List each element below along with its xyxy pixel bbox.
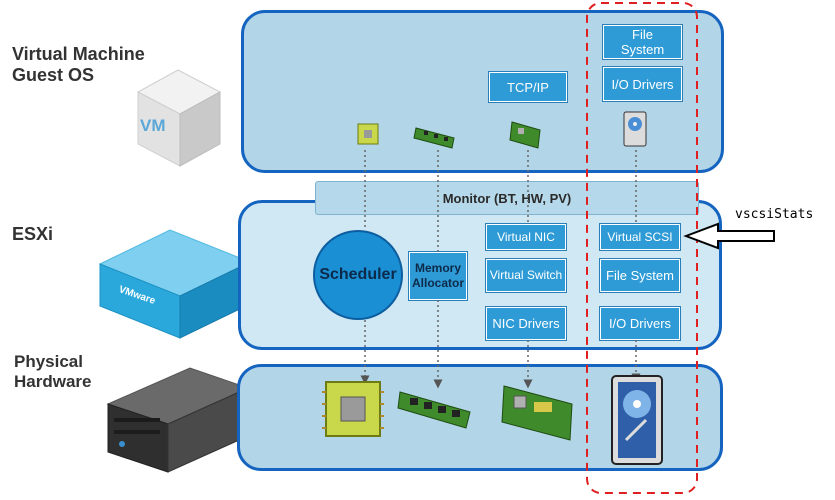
nic-drivers-box: NIC Drivers (486, 307, 566, 340)
vscsistats-label: vscsiStats (735, 207, 814, 222)
server-icon (106, 367, 250, 473)
guest-file-system-line2: System (620, 42, 665, 57)
guest-file-system-line1: File (632, 27, 653, 42)
guest-nic-icon (509, 121, 541, 149)
virtual-switch-box: Virtual Switch (486, 259, 566, 292)
virtual-scsi-box: Virtual SCSI (600, 224, 680, 250)
hardware-cpu-icon (322, 381, 384, 437)
esxi-io-drivers-box: I/O Drivers (600, 307, 680, 340)
memory-allocator-line1: Memory (414, 261, 461, 275)
vm-layer-label: Virtual Machine Guest OS (12, 44, 145, 86)
scheduler-circle: Scheduler (313, 230, 403, 320)
hardware-nic-icon (501, 385, 573, 441)
vmware-slab-icon (98, 229, 252, 339)
vm-cube-label: VM (140, 116, 166, 135)
guest-cpu-icon (357, 123, 379, 145)
vm-layer-label-line1: Virtual Machine (12, 44, 145, 64)
hardware-layer-label-line2: Hardware (14, 372, 92, 391)
esxi-layer-label: ESXi (12, 224, 54, 244)
virtual-nic-box: Virtual NIC (486, 224, 566, 250)
hardware-memory-icon (397, 391, 471, 429)
hardware-disk-icon (611, 375, 663, 465)
guest-disk-icon (623, 111, 647, 147)
hardware-layer-label-line1: Physical (14, 352, 83, 371)
memory-allocator-line2: Allocator (411, 276, 464, 290)
connector-lines (360, 150, 641, 389)
tcpip-box: TCP/IP (489, 72, 567, 102)
vm-layer-label-line2: Guest OS (12, 65, 95, 85)
guest-io-drivers-box: I/O Drivers (603, 67, 682, 101)
vscsistats-arrow-icon (683, 222, 775, 250)
memory-allocator-box: Memory Allocator (409, 252, 467, 300)
guest-file-system-box: File System (603, 25, 682, 59)
hardware-layer-label: Physical Hardware (14, 352, 91, 392)
monitor-bar: Monitor (BT, HW, PV) (315, 181, 699, 215)
guest-memory-icon (413, 127, 455, 149)
esxi-file-system-box: File System (600, 259, 680, 292)
vm-cube-icon (136, 69, 222, 167)
